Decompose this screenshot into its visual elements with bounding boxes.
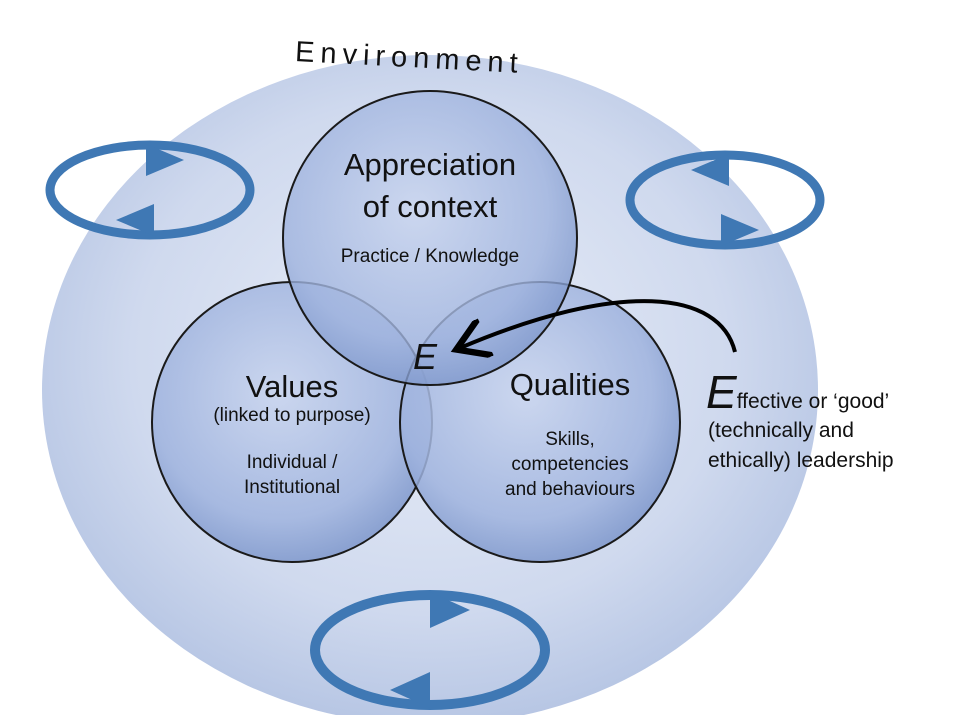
qualities-detail-line3: and behaviours	[505, 479, 635, 500]
effective-caption: Effective or ‘good’	[706, 369, 890, 415]
values-subtitle: (linked to purpose)	[213, 405, 371, 426]
effective-line3: ethically) leadership	[708, 449, 894, 472]
values-detail-line1: Individual /	[246, 452, 338, 473]
values-title: Values	[245, 369, 339, 404]
intersection-label: E	[412, 336, 437, 377]
context-title-line1: Appreciation	[343, 147, 517, 182]
qualities-detail-line2: competencies	[511, 454, 629, 475]
effective-line1-rest: ffective or ‘good’	[736, 390, 890, 413]
effective-line2: (technically and	[708, 419, 854, 442]
cycle-arrows-icon	[625, 150, 825, 250]
cycle-arrows-icon	[310, 590, 550, 710]
context-title-line2: of context	[362, 189, 498, 224]
qualities-detail-line1: Skills,	[545, 429, 595, 450]
effective-initial: E	[706, 366, 737, 418]
circle-context	[282, 90, 578, 386]
cycle-arrows-icon	[45, 140, 255, 240]
curved-arrow-icon	[460, 299, 737, 352]
qualities-title: Qualities	[509, 367, 631, 402]
context-subtitle: Practice / Knowledge	[340, 246, 520, 267]
values-detail-line2: Institutional	[243, 477, 341, 498]
